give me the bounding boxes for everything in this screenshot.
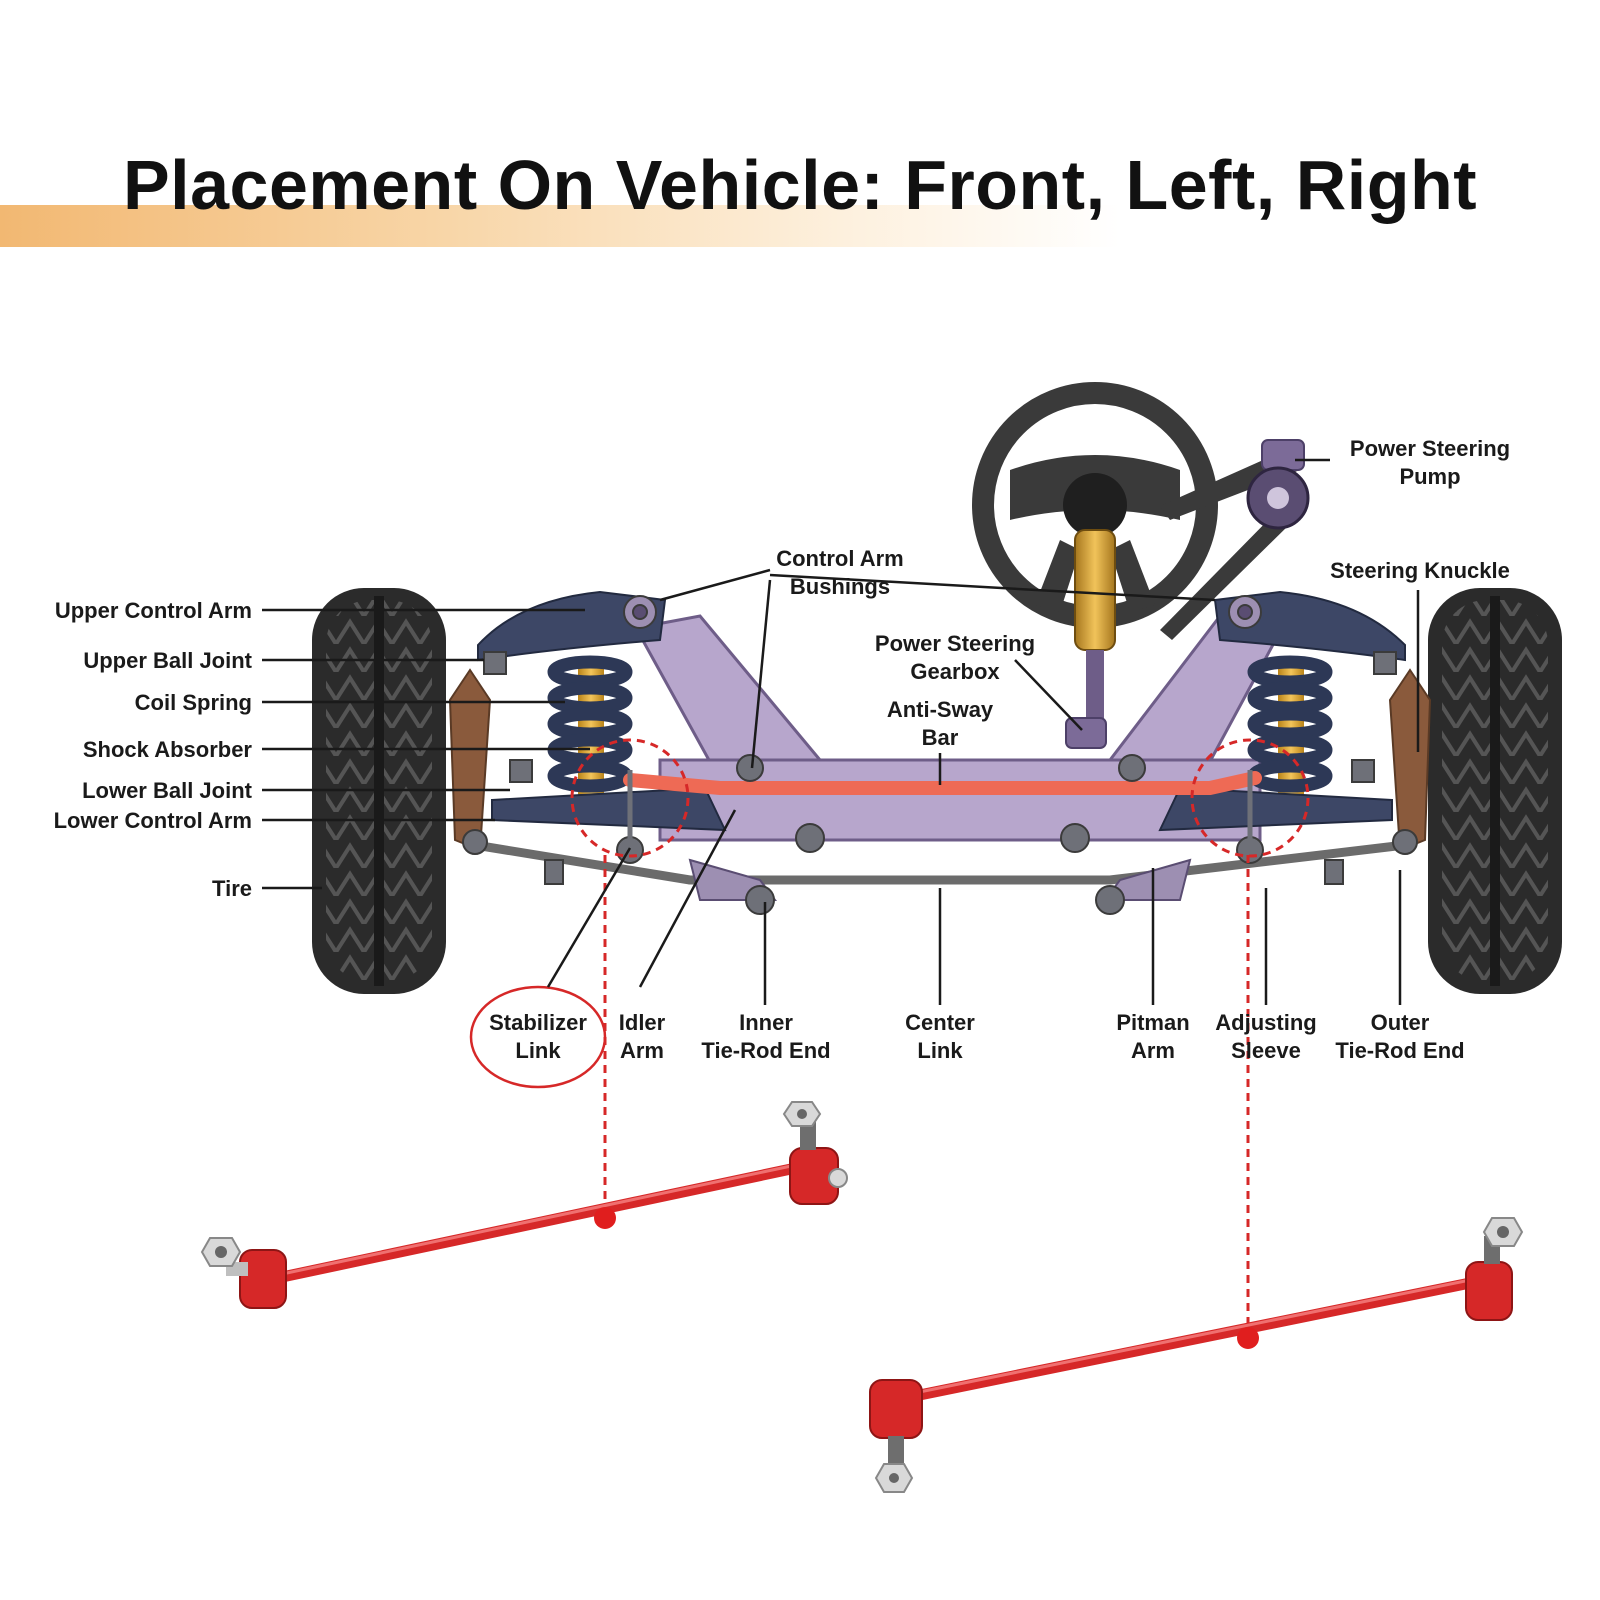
power-steering-gearbox-part <box>1065 717 1107 749</box>
label-anti-sway-bar-2: Bar <box>922 725 959 750</box>
label-power-steering-gearbox-1: Power Steering <box>875 631 1035 656</box>
right-tire <box>1428 588 1562 994</box>
label-center-link-1: Center <box>905 1010 975 1035</box>
left-lower-control-arm <box>491 786 727 832</box>
title-highlight-band <box>0 205 1120 247</box>
label-upper-control-arm: Upper Control Arm <box>55 598 252 623</box>
label-steering-knuckle: Steering Knuckle <box>1330 558 1510 583</box>
label-outer-tie-rod-end-1: Outer <box>1371 1010 1430 1035</box>
label-adjusting-sleeve-1: Adjusting <box>1215 1010 1316 1035</box>
leader-lines <box>262 458 1420 1005</box>
label-power-steering-pump-1: Power Steering <box>1350 436 1510 461</box>
label-control-arm-bushings-1: Control Arm <box>776 546 904 571</box>
steering-shaft <box>1086 650 1104 720</box>
label-pitman-arm-2: Arm <box>1131 1038 1175 1063</box>
left-coil-spring-shock <box>547 655 633 800</box>
right-upper-control-arm <box>1213 590 1406 662</box>
right-steering-knuckle <box>1388 668 1432 852</box>
left-upper-control-arm <box>477 590 667 662</box>
label-stabilizer-link-1: Stabilizer <box>489 1010 587 1035</box>
label-anti-sway-bar-1: Anti-Sway <box>887 697 994 722</box>
vehicle-stabilizer-links <box>627 770 1253 850</box>
stabilizer-link-product-icon <box>200 1101 848 1309</box>
label-power-steering-pump-2: Pump <box>1399 464 1460 489</box>
label-inner-tie-rod-end-1: Inner <box>739 1010 793 1035</box>
label-pitman-arm-1: Pitman <box>1116 1010 1189 1035</box>
label-tire: Tire <box>212 876 252 901</box>
power-steering-pump-part <box>1160 439 1310 640</box>
label-lower-ball-joint: Lower Ball Joint <box>82 778 253 803</box>
label-outer-tie-rod-end-2: Tie-Rod End <box>1335 1038 1464 1063</box>
stabilizer-link-label-circle <box>469 985 607 1089</box>
label-shock-absorber: Shock Absorber <box>83 737 253 762</box>
label-adjusting-sleeve-2: Sleeve <box>1231 1038 1301 1063</box>
stabilizer-link-product-icon-2 <box>869 1217 1524 1493</box>
label-stabilizer-link-2: Link <box>515 1038 561 1063</box>
page-title: Placement On Vehicle: Front, Left, Right <box>122 146 1478 224</box>
label-idler-arm-1: Idler <box>619 1010 666 1035</box>
label-power-steering-gearbox-2: Gearbox <box>910 659 1000 684</box>
label-control-arm-bushings-2: Bushings <box>790 574 890 599</box>
label-inner-tie-rod-end-2: Tie-Rod End <box>701 1038 830 1063</box>
label-idler-arm-2: Arm <box>620 1038 664 1063</box>
left-steering-knuckle <box>448 668 492 852</box>
anti-sway-bar <box>623 771 1262 795</box>
steering-column <box>1074 529 1116 651</box>
label-lower-control-arm: Lower Control Arm <box>54 808 252 833</box>
label-upper-ball-joint: Upper Ball Joint <box>83 648 252 673</box>
right-coil-spring-shock <box>1247 655 1333 800</box>
label-center-link-2: Link <box>917 1038 963 1063</box>
label-coil-spring: Coil Spring <box>135 690 252 715</box>
stabilizer-highlights <box>570 738 1310 1338</box>
joint-bushings <box>462 595 1418 915</box>
